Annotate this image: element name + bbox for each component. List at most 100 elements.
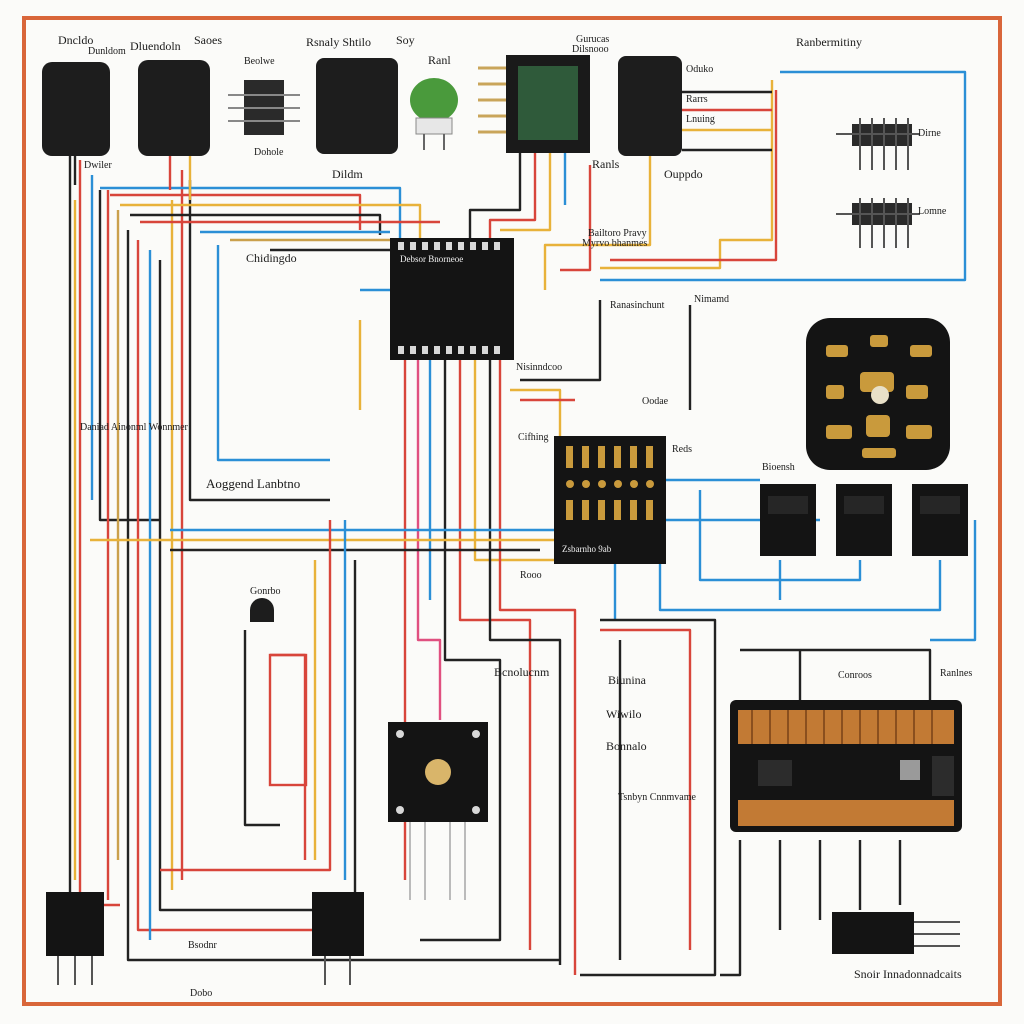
- label-side-8: Ouppdo: [664, 167, 703, 181]
- label-mid-9: Daniad Ainonml Wonnmer: [80, 422, 189, 433]
- label-side-7: Ranls: [592, 157, 620, 171]
- pin-header-1: [836, 118, 920, 170]
- wire-lr2: [600, 628, 692, 950]
- label-mid-3: Myrvo bhanmes: [582, 238, 647, 249]
- header-box: [836, 118, 920, 248]
- label-top-2: Dunldom: [88, 46, 126, 57]
- power-module: [316, 58, 398, 154]
- label-mid-12: Reds: [672, 444, 692, 455]
- label-low-4: Wiwilo: [606, 707, 642, 721]
- pin-header-2: [836, 198, 920, 248]
- wire-r1: [600, 70, 967, 282]
- wire-top-3: [120, 203, 422, 240]
- bottom-right-chip: [832, 912, 960, 954]
- label-side-9: Dirne: [918, 128, 941, 139]
- labels: Dncldo Dunldom Dluendoln Saoes Beolwe Rs…: [58, 33, 972, 999]
- wire-c4: [420, 360, 502, 942]
- wire-c5: [458, 360, 532, 950]
- label-side-3: Dildm: [332, 167, 363, 181]
- bottom-left-chip: [46, 892, 104, 985]
- label-top-3: Dluendoln: [130, 39, 181, 53]
- label-low-6: Tsnbyn Cnnmvame: [618, 792, 696, 803]
- middle-connector-chip: Zsbarnho 9ab: [554, 436, 666, 564]
- wire-r3: [610, 90, 778, 262]
- display-module: [478, 55, 590, 153]
- label-mid-10: Cifhing: [518, 432, 549, 443]
- wire-h9: [243, 630, 280, 827]
- wire-top-2: [110, 193, 362, 230]
- transistor: [250, 598, 274, 622]
- small-ic-3: [912, 484, 968, 556]
- wires: [68, 70, 977, 977]
- relay-module-1: [42, 62, 110, 156]
- label-top-9: Gurucas: [576, 34, 609, 45]
- label-side-5: Rarrs: [686, 94, 708, 105]
- diagram-border: [22, 16, 1002, 1006]
- bottom-mid-chip: [312, 892, 364, 985]
- label-top-4: Saoes: [194, 33, 222, 47]
- wire-left-5: [98, 190, 160, 522]
- small-ic-2: [836, 484, 892, 556]
- wire-c7: [488, 360, 562, 965]
- wire-left-9: [136, 240, 320, 932]
- mid-chip-label: Zsbarnho 9ab: [562, 544, 612, 554]
- label-side-6: Lnuing: [686, 114, 715, 125]
- top-components: [42, 55, 682, 156]
- label-bottom-2: Dobo: [190, 988, 212, 999]
- label-top-8: Ranl: [428, 53, 451, 67]
- wire-m6: [500, 150, 552, 232]
- label-low-9: Rooo: [520, 570, 542, 581]
- label-mid-8: Aoggend Lanbtno: [206, 476, 300, 491]
- label-top-10: Dilsnooo: [572, 44, 609, 55]
- relay-module-2: [138, 60, 210, 156]
- main-controller-chip: Debsor Bnorneoe: [390, 238, 514, 360]
- small-ic-1: [760, 484, 816, 556]
- wire-mm3: [520, 300, 602, 382]
- wire-c2: [416, 360, 442, 720]
- label-top-6: Rsnaly Shtilo: [306, 35, 371, 49]
- label-top-1: Dncldo: [58, 33, 93, 47]
- wire-left-11: [158, 260, 330, 912]
- label-mid-7: Oodae: [642, 396, 669, 407]
- label-top-5: Beolwe: [244, 56, 275, 67]
- label-low-8: Ranlnes: [940, 668, 972, 679]
- wire-m4: [468, 150, 522, 240]
- label-mid-1: Chidingdo: [246, 251, 297, 265]
- pin-connector: [228, 80, 300, 135]
- label-bottom-1: Bsodnr: [188, 940, 218, 951]
- label-top-7: Soy: [396, 33, 415, 47]
- sensor-module: [618, 56, 682, 156]
- label-low-2: Bcnolucnm: [494, 665, 550, 679]
- label-low-3: Biunina: [608, 673, 647, 687]
- label-mid-4: Ranasinchunt: [610, 300, 665, 311]
- buzzer-module: [388, 722, 488, 900]
- main-chip-label: Debsor Bnorneoe: [400, 254, 463, 264]
- wire-c6: [473, 360, 560, 562]
- wire-h8: [270, 653, 307, 860]
- resistor-frame: [268, 653, 308, 787]
- wire-s3: [658, 560, 942, 612]
- label-low-5: Bonnalo: [606, 739, 647, 753]
- label-side-1: Dwiler: [84, 160, 112, 171]
- wire-h4: [160, 520, 332, 872]
- capacitor: [410, 78, 458, 150]
- label-mid-11: Bioensh: [762, 462, 795, 473]
- wire-left-8: [126, 230, 560, 962]
- wire-c8: [498, 360, 577, 975]
- label-bottom-3: Snoir Innadonnadcaits: [854, 967, 962, 981]
- label-top-11: Ranbermitiny: [796, 35, 862, 49]
- dev-board: [730, 700, 962, 832]
- label-side-2: Dohole: [254, 147, 284, 158]
- wire-lr6: [720, 840, 742, 977]
- label-side-10: Lomne: [918, 206, 947, 217]
- wire-s6: [930, 520, 977, 642]
- wire-lr1: [580, 618, 717, 977]
- gold-pad-module: [806, 318, 950, 470]
- wire-r2: [600, 80, 774, 270]
- label-mid-6: Nisinndcoo: [516, 362, 562, 373]
- wire-mm1: [510, 388, 562, 440]
- label-low-7: Conroos: [838, 670, 872, 681]
- wire-left-15: [216, 245, 330, 462]
- wire-r8: [543, 150, 652, 290]
